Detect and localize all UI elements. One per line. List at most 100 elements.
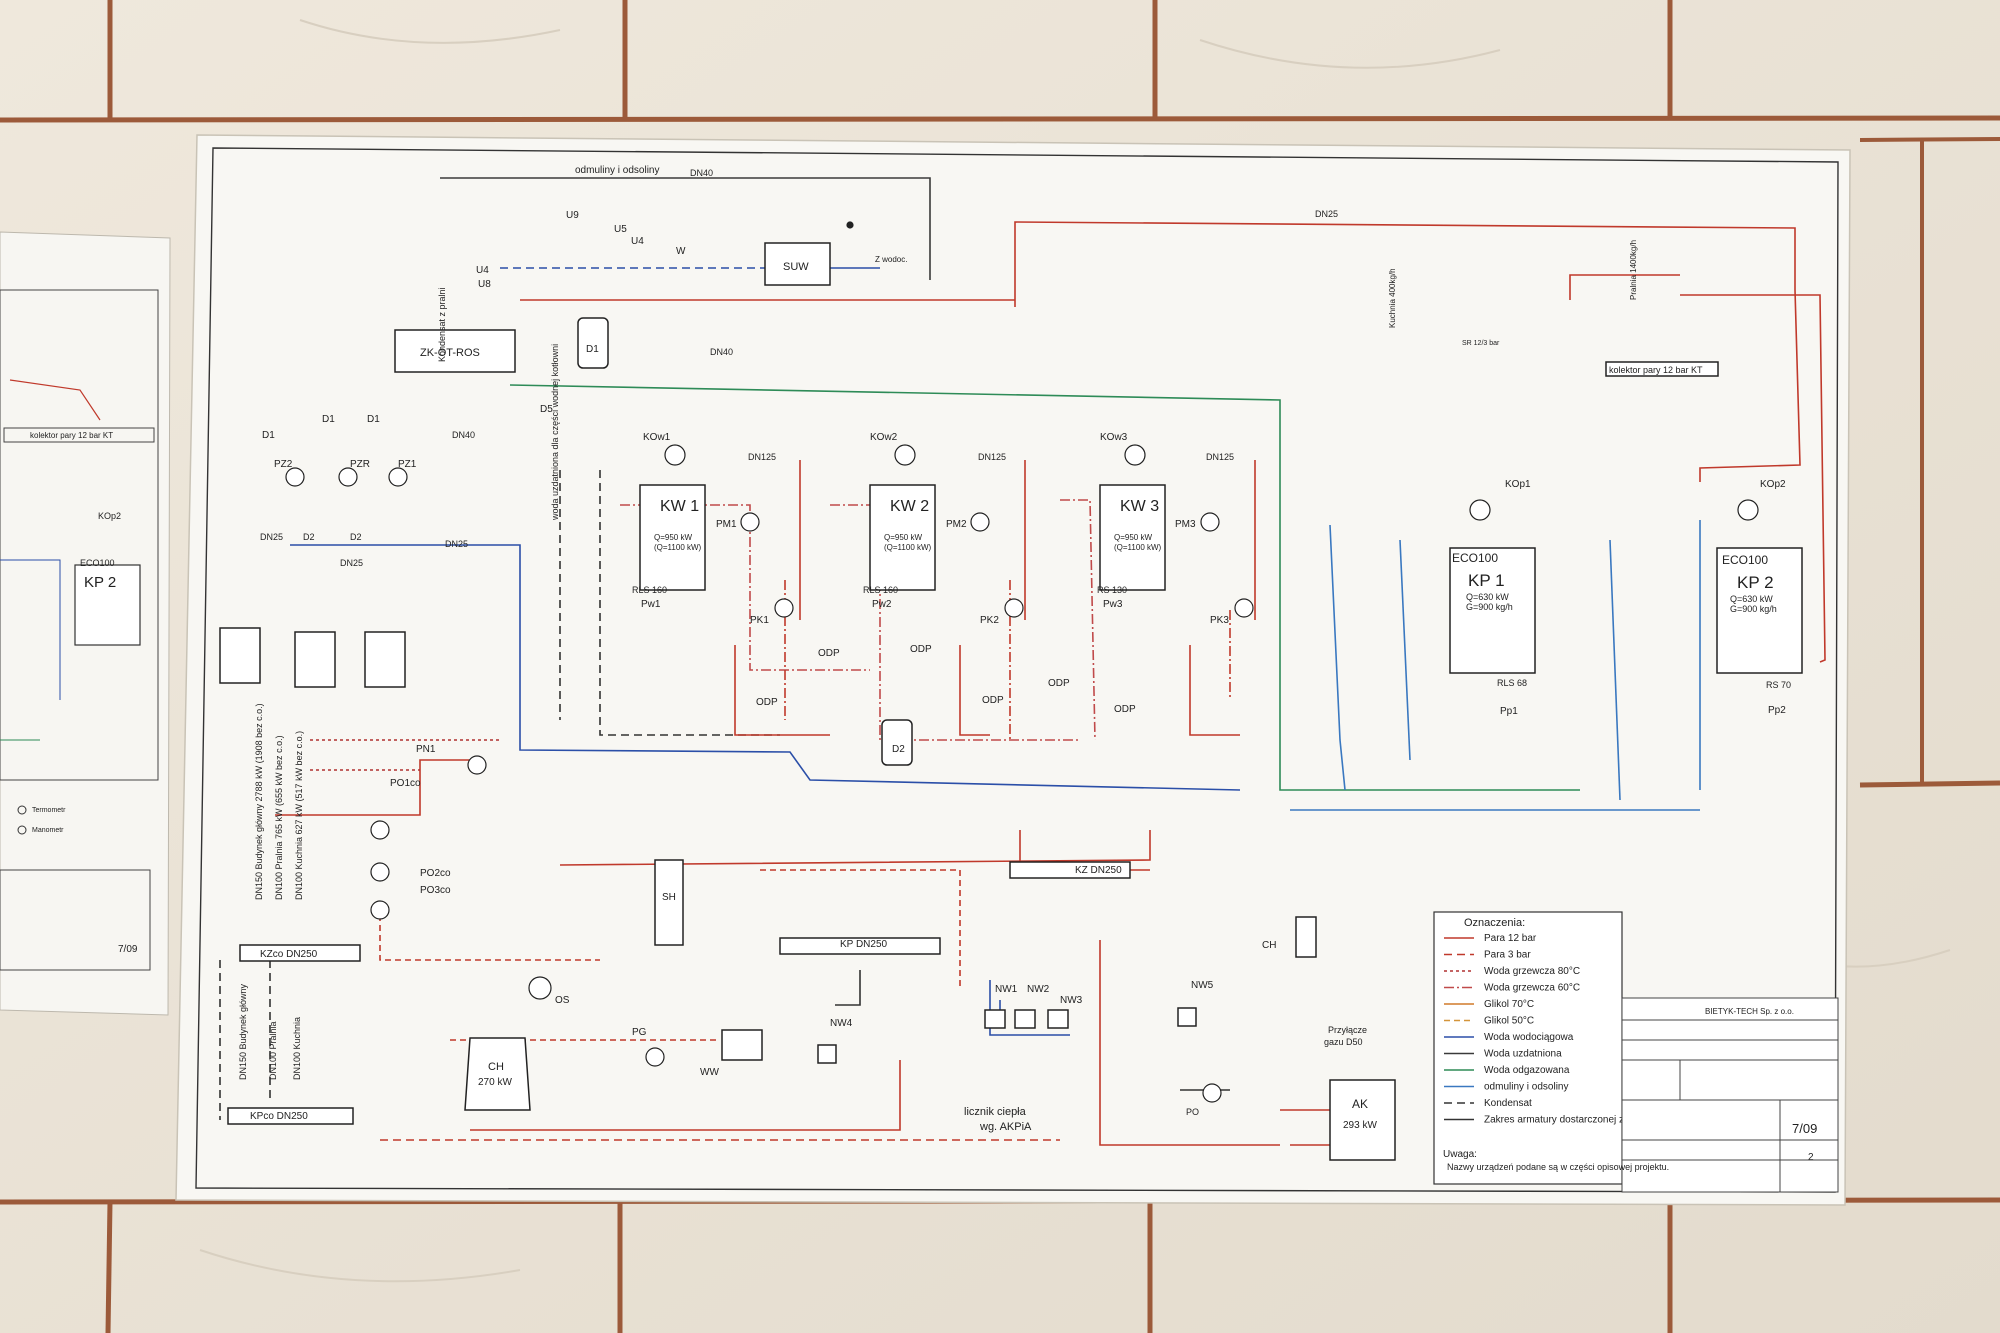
label-pp2: Pp2 bbox=[1768, 705, 1786, 716]
label-pg: PG bbox=[632, 1027, 647, 1038]
label-rls68: RLS 68 bbox=[1497, 678, 1527, 688]
label-kw3-q2: (Q=1100 kW) bbox=[1114, 543, 1162, 552]
label-pw2: Pw2 bbox=[872, 599, 892, 610]
kolektor-box bbox=[1605, 361, 1719, 377]
label-pm3: PM3 bbox=[1175, 519, 1196, 530]
label-kow1: KOw1 bbox=[643, 432, 671, 443]
left-eco100: ECO100 bbox=[80, 558, 115, 568]
legend-label: odmuliny i odsoliny bbox=[1484, 1082, 1569, 1093]
label-sheet-2: 2 bbox=[1808, 1152, 1814, 1163]
label-d1-tank: D1 bbox=[586, 344, 599, 355]
kp1-box bbox=[1449, 547, 1536, 674]
ch-small bbox=[1295, 916, 1317, 958]
sh-column bbox=[654, 859, 684, 946]
label-kp1: KP 1 bbox=[1468, 571, 1505, 590]
label-ch-small: CH bbox=[1262, 940, 1276, 951]
legend-label: Kondensat bbox=[1484, 1098, 1532, 1109]
label-u4b: U4 bbox=[476, 265, 489, 276]
label-kolektor: kolektor pary 12 bar KT bbox=[1609, 365, 1703, 375]
kw1-box bbox=[639, 484, 706, 591]
nw5 bbox=[1177, 1007, 1197, 1027]
label-odp-6: ODP bbox=[1114, 704, 1136, 715]
label-po3co: PO3co bbox=[420, 885, 451, 896]
legend-label: Woda odgazowana bbox=[1484, 1065, 1570, 1076]
label-odp-4: ODP bbox=[982, 695, 1004, 706]
label-odp-5: ODP bbox=[1048, 678, 1070, 689]
label-kw1: KW 1 bbox=[660, 498, 699, 515]
label-d1-c: D1 bbox=[367, 414, 380, 425]
label-kp1-q: Q=630 kW bbox=[1466, 592, 1509, 602]
nw2 bbox=[1014, 1009, 1036, 1029]
label-nw2: NW2 bbox=[1027, 984, 1050, 995]
label-dn25-f: DN25 bbox=[445, 539, 468, 549]
label-pp1: Pp1 bbox=[1500, 706, 1518, 717]
label-rls160-a: RLS 160 bbox=[632, 585, 667, 595]
label-nw1: NW1 bbox=[995, 984, 1018, 995]
label-d2-a: D2 bbox=[303, 532, 315, 542]
equipment bbox=[219, 242, 1803, 1161]
label-pz1: PZ1 bbox=[398, 459, 417, 470]
label-po2co: PO2co bbox=[420, 868, 451, 879]
label-d2-b: D2 bbox=[350, 532, 362, 542]
label-pn1: PN1 bbox=[416, 744, 436, 755]
label-kondensat-z-pralni: Kondensat z pralni bbox=[437, 287, 447, 362]
label-sh: SH bbox=[662, 892, 676, 903]
label-company: BIETYK-TECH Sp. z o.o. bbox=[1705, 1007, 1794, 1016]
nw3 bbox=[1047, 1009, 1069, 1029]
label-d2-tank: D2 bbox=[892, 744, 905, 755]
label-eco100-1: ECO100 bbox=[1452, 551, 1498, 565]
left-sheet: kolektor pary 12 bar KT ECO100 KP 2 KOp2… bbox=[0, 231, 171, 1016]
kw3-box bbox=[1099, 484, 1166, 591]
label-u8: U8 bbox=[478, 279, 491, 290]
legend-label: Woda wodociągowa bbox=[1484, 1032, 1574, 1043]
kp2-box bbox=[1716, 547, 1803, 674]
label-dn125-a: DN125 bbox=[748, 452, 776, 462]
label-kp2-g: G=900 kg/h bbox=[1730, 604, 1777, 614]
label-ww: WW bbox=[700, 1067, 719, 1078]
label-kop2: KOp2 bbox=[1760, 479, 1786, 490]
kzco-collector bbox=[239, 944, 361, 962]
kp-collector bbox=[779, 937, 941, 955]
label-dn40-top: DN40 bbox=[690, 168, 713, 178]
label-u9: U9 bbox=[566, 210, 579, 221]
label-przylacze: Przyłącze bbox=[1328, 1025, 1367, 1035]
unit-b bbox=[294, 631, 336, 688]
label-sr12: SR 12/3 bar bbox=[1462, 340, 1500, 347]
label-odp-2: ODP bbox=[910, 644, 932, 655]
label-rs130: RS 130 bbox=[1097, 585, 1127, 595]
label-kow2: KOw2 bbox=[870, 432, 898, 443]
suw-box bbox=[764, 242, 831, 286]
label-zwodoc: Z wodoc. bbox=[875, 255, 907, 264]
label-rls160-b: RLS 160 bbox=[863, 585, 898, 595]
label-licznik: licznik ciepła bbox=[964, 1106, 1027, 1118]
label-pz2: PZ2 bbox=[274, 459, 293, 470]
label-po1co: PO1co bbox=[390, 778, 421, 789]
label-pm2: PM2 bbox=[946, 519, 967, 530]
title-block bbox=[1621, 997, 1839, 1193]
label-kp2: KP 2 bbox=[1737, 573, 1774, 592]
label-kw2-q2: (Q=1100 kW) bbox=[884, 543, 932, 552]
legend-label: Glikol 70°C bbox=[1484, 999, 1534, 1010]
label-kw3: KW 3 bbox=[1120, 498, 1159, 515]
label-pzr: PZR bbox=[350, 459, 370, 470]
label-kw3-q: Q=950 kW bbox=[1114, 533, 1152, 542]
pipe-network bbox=[219, 177, 1826, 1146]
label-dn125-c: DN125 bbox=[1206, 452, 1234, 462]
label-zkotros: ZK-OT-ROS bbox=[420, 347, 480, 359]
label-dn125-b: DN125 bbox=[978, 452, 1006, 462]
ak-box bbox=[1329, 1079, 1396, 1161]
label-pk3: PK3 bbox=[1210, 615, 1229, 626]
left-sheet-number: 7/09 bbox=[118, 944, 138, 955]
label-kw2: KW 2 bbox=[890, 498, 929, 515]
kw2-box bbox=[869, 484, 936, 591]
label-gazu: gazu D50 bbox=[1324, 1037, 1363, 1047]
legend-label: Woda grzewcza 60°C bbox=[1484, 983, 1580, 994]
label-dn25-top: DN25 bbox=[1315, 209, 1338, 219]
label-kz: KZ DN250 bbox=[1075, 865, 1122, 876]
label-os: OS bbox=[555, 995, 570, 1006]
unit-c bbox=[364, 631, 406, 688]
label-dn40-mid: DN40 bbox=[710, 347, 733, 357]
